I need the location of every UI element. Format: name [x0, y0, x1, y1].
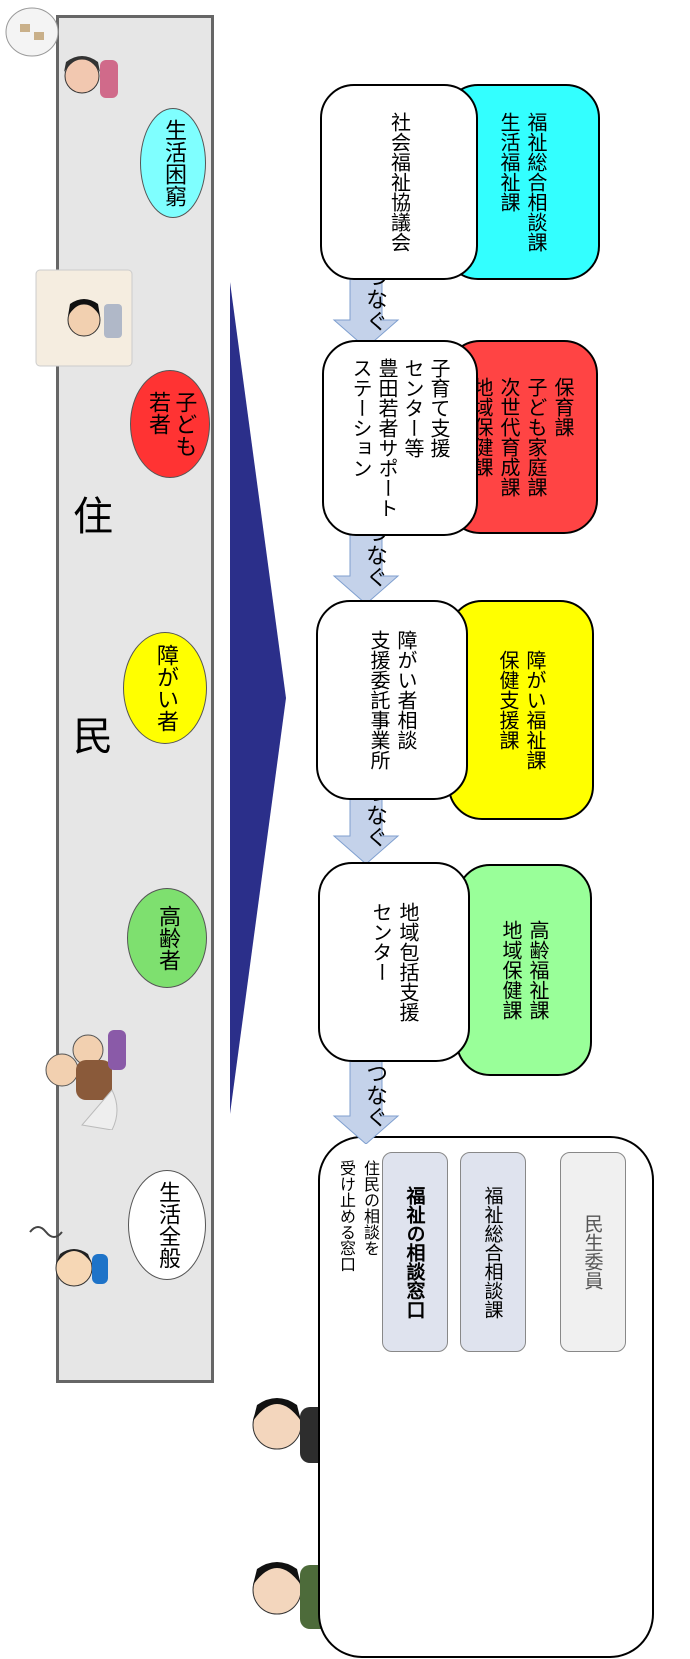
- agency-4-center[interactable]: 社会福祉協議会: [320, 84, 478, 280]
- welfare-commissioner-desk[interactable]: 民生委員: [560, 1152, 626, 1352]
- welfare-consultation-desk[interactable]: 福祉の相談窓口: [382, 1152, 448, 1352]
- connector-label: つなぐ: [362, 1062, 387, 1128]
- residents-title: 住 民: [66, 495, 112, 825]
- connector-arrow: [332, 1052, 400, 1144]
- flow-arrow: [230, 282, 286, 1114]
- elderly-couple-illustration: [45, 1030, 126, 1130]
- consultation-intro: 住民の相談を 受け止める窓口: [337, 1160, 380, 1272]
- category-general-life: 生活全般: [128, 1170, 206, 1280]
- agency-1-offices: 高齢福祉課 地域保健課: [456, 864, 592, 1076]
- category-poverty: 生活困窮: [140, 108, 206, 218]
- agency-1-center[interactable]: 地域包括支援 センター: [318, 862, 470, 1062]
- troubled-woman-illustration: [5, 7, 118, 98]
- welfare-general-consultation-desk[interactable]: 福祉総合相談課: [460, 1152, 526, 1352]
- worried-man-illustration: [29, 1226, 108, 1287]
- category-elderly: 高齢者: [127, 888, 207, 988]
- agency-3-center[interactable]: 子育て支援 センター等 豊田若者サポート ステーション: [322, 340, 478, 536]
- category-disabled: 障がい者: [123, 632, 207, 744]
- youth-at-desk-illustration: [35, 269, 133, 367]
- category-children-youth: 子ども 若者: [130, 370, 210, 478]
- agency-2-offices: 障がい福祉課 保健支援課: [448, 600, 594, 820]
- agency-2-center[interactable]: 障がい者相談 支援委託事業所: [316, 600, 468, 800]
